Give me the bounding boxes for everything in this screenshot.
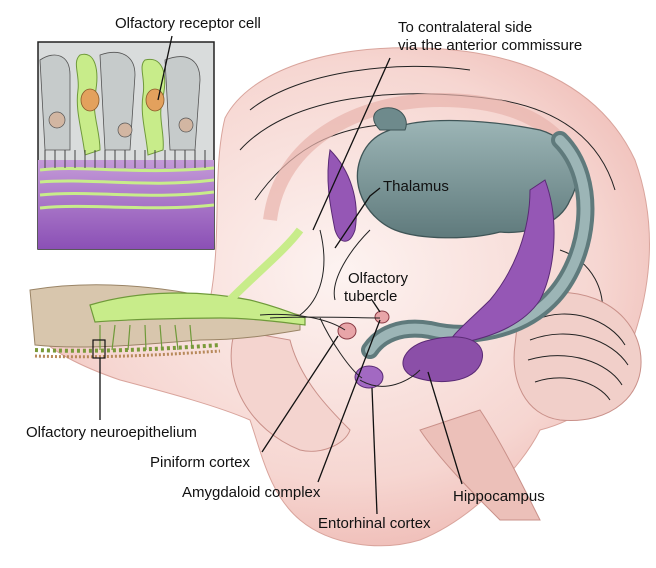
label-contralateral-line2: via the anterior commissure xyxy=(398,37,582,54)
label-olfactory-tubercle-line2: tubercle xyxy=(344,288,397,305)
label-piriform-cortex: Piniform cortex xyxy=(150,454,251,471)
entorhinal-shape xyxy=(354,365,384,389)
label-olfactory-tubercle-line1: Olfactory xyxy=(348,270,409,287)
leader-lines xyxy=(99,35,463,515)
label-hippocampus: Hippocampus xyxy=(453,488,545,505)
label-amygdaloid-complex: Amygdaloid complex xyxy=(182,484,321,501)
purple-limbic-structures xyxy=(327,148,555,389)
label-entorhinal-cortex: Entorhinal cortex xyxy=(318,515,431,532)
amygdala-shape xyxy=(337,322,357,340)
labels: Olfactory receptor cell To contralateral… xyxy=(26,15,582,532)
cerebellum xyxy=(513,291,642,422)
label-contralateral-line1: To contralateral side xyxy=(398,19,532,36)
neuroepithelium-box xyxy=(92,339,106,359)
label-thalamus: Thalamus xyxy=(383,178,449,195)
tubercle-shape xyxy=(374,310,390,324)
olfactory-bulb-tract xyxy=(29,227,306,359)
label-olfactory-neuroepithelium: Olfactory neuroepithelium xyxy=(26,424,197,441)
label-olfactory-receptor-cell: Olfactory receptor cell xyxy=(115,15,261,32)
hippocampus-shape xyxy=(402,336,483,383)
receptor-cell-inset xyxy=(37,41,215,250)
